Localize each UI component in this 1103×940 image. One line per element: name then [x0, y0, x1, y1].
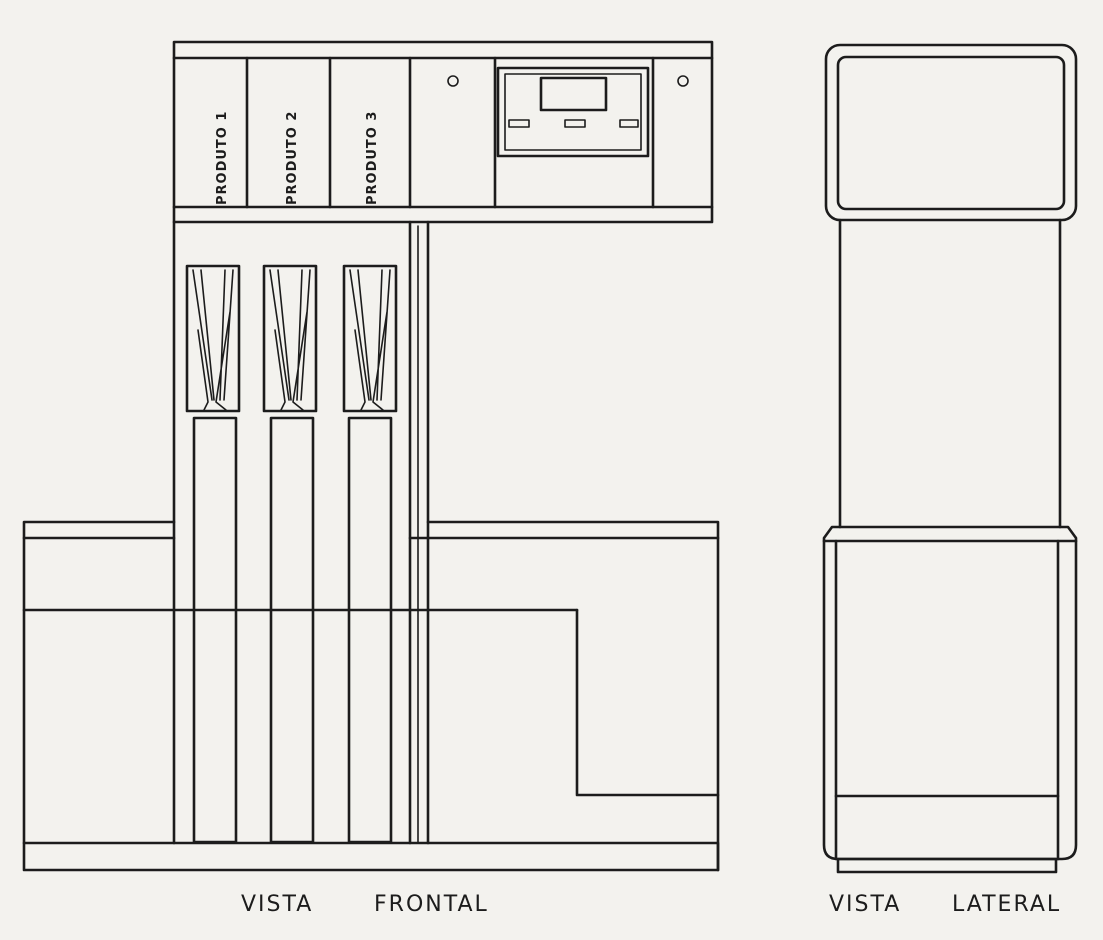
nozzle-icon — [192, 269, 234, 411]
head-outline — [172, 40, 714, 224]
side-plinth — [836, 857, 1058, 874]
nozzle-icon — [269, 269, 311, 411]
hose-channel — [192, 416, 238, 844]
side-view-caption-left: VISTA — [829, 892, 902, 917]
pump-column — [172, 220, 430, 845]
side-view-caption-right: LATERAL — [952, 892, 1062, 917]
side-view — [822, 43, 1078, 874]
nozzle-3 — [342, 264, 398, 844]
product-2-label: PRODUTO 2 — [285, 111, 300, 205]
island-left-block — [22, 520, 176, 845]
hose-channel — [347, 416, 393, 844]
hose-channel — [269, 416, 315, 844]
side-head-inner — [836, 55, 1066, 211]
nozzle-2 — [262, 264, 318, 844]
island-right-block — [426, 520, 720, 872]
island-step — [575, 608, 720, 797]
side-base-outer — [822, 525, 1078, 861]
front-view-caption-left: VISTA — [241, 892, 314, 917]
front-view: PRODUTO 1 PRODUTO 2 PRODUTO 3 — [22, 40, 720, 872]
front-view-caption-right: FRONTAL — [374, 892, 489, 917]
display-inner-frame — [504, 73, 642, 151]
display-screen — [539, 76, 608, 112]
pump-island — [22, 520, 720, 872]
base-plinth — [22, 841, 720, 872]
nozzle-holster — [185, 264, 241, 413]
product-3-label: PRODUTO 3 — [365, 111, 380, 205]
nozzle-holster — [262, 264, 318, 413]
display-button — [619, 119, 639, 128]
nozzle-1 — [185, 264, 241, 844]
nozzle-holster — [342, 264, 398, 413]
side-head-outer — [824, 43, 1078, 222]
display-frame — [496, 66, 650, 158]
nozzle-icon — [349, 269, 391, 411]
screw-icon — [677, 75, 689, 87]
screw-icon — [447, 75, 459, 87]
display-window — [496, 66, 650, 158]
product-1-label: PRODUTO 1 — [215, 111, 230, 205]
display-button — [508, 119, 530, 128]
display-button — [564, 119, 586, 128]
pump-head: PRODUTO 1 PRODUTO 2 PRODUTO 3 — [172, 40, 714, 224]
